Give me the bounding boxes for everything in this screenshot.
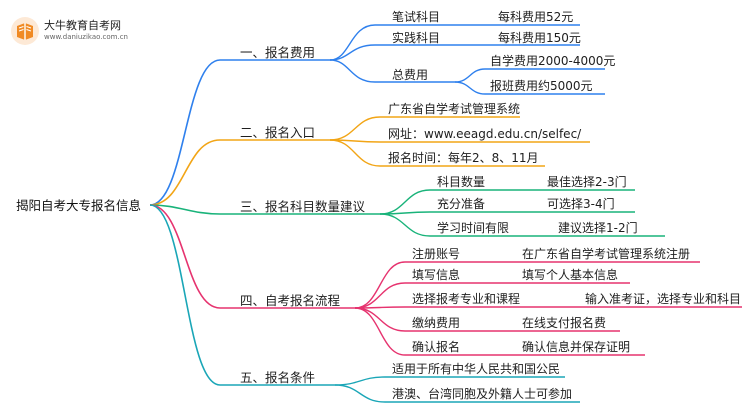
entry-url: 网址：www.eeagd.edu.cn/selfec/ — [388, 127, 582, 141]
fee-written-label: 笔试科目 — [392, 10, 441, 24]
b3-connector-2 — [379, 211, 635, 215]
root-connector-5 — [149, 204, 335, 386]
fee-class: 报班费用约5000元 — [490, 79, 593, 93]
advice-limited-value: 建议选择1-2门 — [558, 221, 638, 235]
b2-connector-3 — [329, 139, 545, 167]
b4-connector-4 — [354, 307, 620, 332]
process-select-value: 输入准考证，选择专业和科目 — [585, 292, 742, 306]
process-info-label: 填写信息 — [412, 268, 461, 282]
b5-connector-1 — [334, 376, 565, 386]
branch-process: 四、自考报名流程 — [240, 293, 341, 308]
condition-hk-tw-foreign: 港澳、台湾同胞及外籍人士可参加 — [392, 387, 573, 401]
fee-written-value: 每科费用52元 — [498, 10, 574, 24]
root-node: 揭阳自考大专报名信息 — [16, 198, 142, 213]
advice-limited-label: 学习时间有限 — [437, 221, 510, 235]
b1-connector-3 — [329, 59, 455, 83]
process-pay-value: 在线支付报名费 — [522, 316, 607, 330]
logo-title: 大牛教育自考网 — [44, 19, 121, 32]
advice-count-label: 科目数量 — [437, 175, 486, 189]
fee-practice-value: 每科费用150元 — [498, 31, 581, 45]
entry-system: 广东省自学考试管理系统 — [388, 102, 521, 116]
fee-total-label: 总费用 — [392, 68, 429, 82]
process-register-value: 在广东省自学考试管理系统注册 — [522, 247, 691, 261]
advice-prepared-value: 可选择3-4门 — [547, 197, 615, 211]
b1-sub-connector-2 — [454, 81, 605, 95]
root-connector-3 — [149, 204, 380, 215]
advice-count-value: 最佳选择2-3门 — [547, 175, 627, 189]
process-info-value: 填写个人基本信息 — [522, 268, 619, 282]
branch-subject-advice: 三、报名科目数量建议 — [240, 199, 366, 214]
b4-connector-3 — [354, 306, 742, 309]
advice-prepared-label: 充分准备 — [437, 197, 486, 211]
process-register-label: 注册账号 — [412, 247, 461, 261]
root-connector-2 — [149, 139, 330, 206]
branch-conditions: 五、报名条件 — [240, 370, 316, 385]
b5-connector-2 — [334, 384, 580, 403]
fee-self-study: 自学费用2000-4000元 — [490, 54, 616, 68]
root-connector-1 — [149, 59, 330, 206]
process-confirm-label: 确认报名 — [412, 340, 461, 354]
branch-fees: 一、报名费用 — [240, 45, 316, 60]
process-pay-label: 缴纳费用 — [412, 316, 461, 330]
root-connector-4 — [149, 204, 355, 309]
site-logo: 大牛教育自考网 www.daniuzikao.com.cn — [10, 14, 160, 48]
b4-connector-2 — [354, 282, 630, 309]
b1-sub-connector-1 — [454, 68, 605, 83]
b3-connector-3 — [379, 213, 665, 237]
b1-connector-2 — [329, 44, 455, 61]
process-select-label: 选择报考专业和课程 — [412, 292, 521, 306]
condition-citizens: 适用于所有中华人民共和国公民 — [392, 362, 561, 376]
fee-practice-label: 实践科目 — [392, 31, 441, 45]
b3-connector-1 — [379, 189, 635, 215]
b2-connector-1 — [329, 116, 520, 141]
logo-url: www.daniuzikao.com.cn — [44, 33, 128, 41]
entry-time: 报名时间：每年2、8、11月 — [388, 151, 539, 165]
book-logo-icon — [11, 17, 39, 45]
b4-connector-5 — [354, 307, 645, 356]
process-confirm-value: 确认信息并保存证明 — [522, 340, 631, 354]
branch-entry: 二、报名入口 — [240, 125, 316, 140]
b4-connector-1 — [354, 261, 700, 309]
